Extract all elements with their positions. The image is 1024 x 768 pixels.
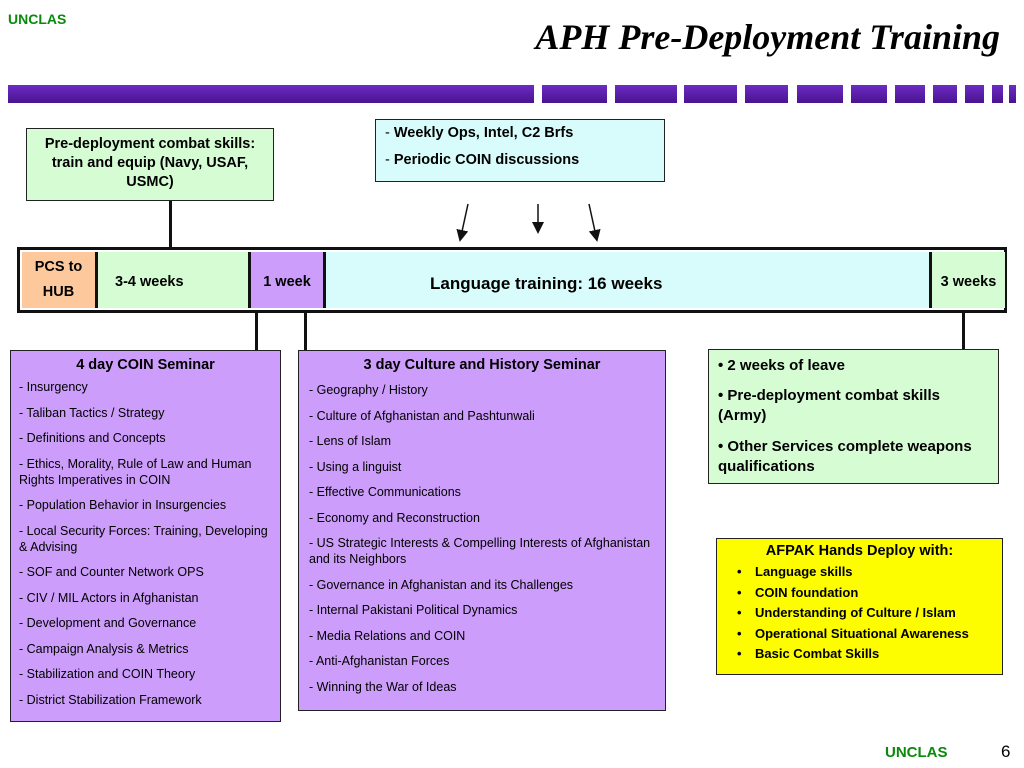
weekly-item-ops: - Weekly Ops, Intel, C2 Brfs bbox=[385, 125, 574, 141]
coin-seminar-box: 4 day COIN Seminar - Insurgency - Taliba… bbox=[10, 350, 281, 722]
timeline-final-weeks: 3 weeks bbox=[929, 252, 1005, 308]
connector-combat bbox=[169, 201, 172, 247]
combat-skills-box: Pre-deployment combat skills: train and … bbox=[26, 128, 274, 201]
classification-top: UNCLAS bbox=[8, 11, 67, 27]
combat-skills-text: Pre-deployment combat skills: train and … bbox=[44, 136, 256, 190]
list-item: • Pre-deployment combat skills (Army) bbox=[718, 387, 940, 424]
list-item: • Other Services complete weapons qualif… bbox=[718, 438, 972, 475]
weekly-item-coin: - Periodic COIN discussions bbox=[385, 152, 580, 168]
list-item: - SOF and Counter Network OPS bbox=[19, 565, 204, 579]
connector-coin bbox=[255, 313, 258, 350]
list-item: • 2 weeks of leave bbox=[718, 357, 845, 374]
list-item: - Anti-Afghanistan Forces bbox=[309, 654, 450, 668]
culture-seminar-title: 3 day Culture and History Seminar bbox=[363, 357, 601, 373]
slide-title: APH Pre-Deployment Training bbox=[535, 17, 1000, 57]
list-item: Basic Combat Skills bbox=[725, 646, 994, 662]
timeline-language-training: Language training: 16 weeks bbox=[323, 252, 929, 308]
list-item: - Local Security Forces: Training, Devel… bbox=[19, 523, 268, 554]
coin-seminar-title: 4 day COIN Seminar bbox=[76, 357, 215, 373]
list-item: - Campaign Analysis & Metrics bbox=[19, 641, 189, 656]
list-item: - Development and Governance bbox=[19, 616, 197, 630]
list-item: - Culture of Afghanistan and Pashtunwali bbox=[309, 408, 535, 423]
list-item: - Media Relations and COIN bbox=[309, 628, 466, 643]
culture-seminar-list: - Geography / History - Culture of Afgha… bbox=[309, 382, 655, 695]
afpak-title: AFPAK Hands Deploy with: bbox=[765, 543, 954, 559]
timeline-seminar-week: 1 week bbox=[248, 252, 323, 308]
final-weeks-list: • 2 weeks of leave • Pre-deployment comb… bbox=[718, 356, 989, 477]
list-item: Understanding of Culture / Islam bbox=[725, 605, 994, 621]
list-item: Language skills bbox=[725, 564, 994, 580]
list-item: - Winning the War of Ideas bbox=[309, 679, 457, 694]
list-item: Operational Situational Awareness bbox=[725, 626, 994, 642]
arrows-to-language bbox=[456, 203, 601, 242]
list-item: - Taliban Tactics / Strategy bbox=[19, 405, 165, 420]
culture-seminar-box: 3 day Culture and History Seminar - Geog… bbox=[298, 350, 666, 711]
final-weeks-box: • 2 weeks of leave • Pre-deployment comb… bbox=[708, 349, 999, 484]
arrow-right bbox=[588, 203, 601, 242]
slide-number: 6 bbox=[1001, 742, 1011, 761]
list-item: COIN foundation bbox=[725, 585, 994, 601]
list-item: - US Strategic Interests & Compelling In… bbox=[309, 536, 651, 566]
weekly-briefs-box: - Weekly Ops, Intel, C2 Brfs - Periodic … bbox=[375, 119, 665, 182]
afpak-list: Language skills COIN foundation Understa… bbox=[725, 564, 994, 662]
list-item: - Economy and Reconstruction bbox=[309, 510, 480, 525]
list-item: - Ethics, Morality, Rule of Law and Huma… bbox=[19, 456, 252, 487]
list-item: - Population Behavior in Insurgencies bbox=[19, 498, 227, 512]
classification-bottom: UNCLAS bbox=[885, 744, 948, 761]
arrow-left bbox=[456, 203, 469, 242]
list-item: - Internal Pakistani Political Dynamics bbox=[309, 603, 518, 617]
connector-culture bbox=[304, 313, 307, 350]
connector-final bbox=[962, 313, 965, 349]
list-item: - Effective Communications bbox=[309, 485, 461, 499]
timeline-combat-weeks: 3-4 weeks bbox=[95, 252, 248, 308]
afpak-box: AFPAK Hands Deploy with: Language skills… bbox=[716, 538, 1003, 675]
coin-seminar-list: - Insurgency - Taliban Tactics / Strateg… bbox=[19, 379, 272, 708]
list-item: - Insurgency bbox=[19, 380, 88, 394]
list-item: - CIV / MIL Actors in Afghanistan bbox=[19, 590, 199, 605]
list-item: - Governance in Afghanistan and its Chal… bbox=[309, 577, 574, 592]
list-item: - Lens of Islam bbox=[309, 434, 391, 448]
list-item: - Stabilization and COIN Theory bbox=[19, 667, 196, 681]
list-item: - Using a linguist bbox=[309, 459, 402, 474]
list-item: - Definitions and Concepts bbox=[19, 431, 166, 445]
list-item: - District Stabilization Framework bbox=[19, 692, 202, 707]
list-item: - Geography / History bbox=[309, 383, 428, 397]
